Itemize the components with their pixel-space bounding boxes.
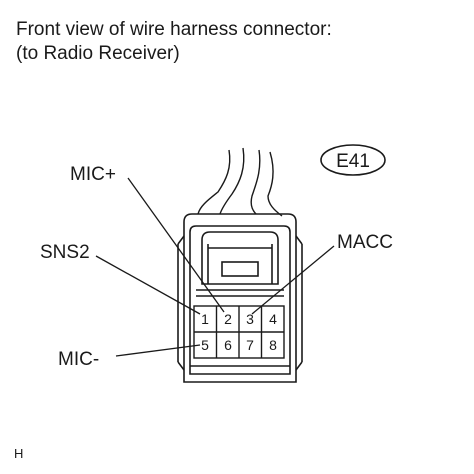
pin-6: 6 bbox=[224, 337, 232, 353]
label-mic-plus: MIC+ bbox=[70, 164, 116, 185]
pin-7: 7 bbox=[246, 337, 254, 353]
pin-2: 2 bbox=[224, 311, 232, 327]
pin-grid bbox=[193, 305, 285, 359]
label-mic-minus: MIC- bbox=[58, 349, 99, 370]
pin-numbers: 1 2 3 4 5 6 7 8 bbox=[201, 311, 277, 353]
pin-8: 8 bbox=[269, 337, 277, 353]
connector-housing bbox=[177, 213, 303, 383]
connector-code-badge: E41 bbox=[320, 144, 386, 176]
pin-3: 3 bbox=[246, 311, 254, 327]
pin-1: 1 bbox=[201, 311, 209, 327]
title-line-1: Front view of wire harness connector: bbox=[16, 19, 332, 40]
leader-sns2 bbox=[95, 255, 201, 315]
leader-mic-plus bbox=[127, 177, 225, 313]
wire-harness bbox=[197, 147, 283, 217]
pin-5: 5 bbox=[201, 337, 209, 353]
connector-code: E41 bbox=[336, 151, 370, 172]
label-sns2: SNS2 bbox=[40, 242, 90, 263]
leader-lines bbox=[95, 177, 335, 357]
pin-4: 4 bbox=[269, 311, 277, 327]
leader-mic-minus bbox=[115, 344, 201, 357]
label-macc: MACC bbox=[337, 232, 393, 253]
title-line-2: (to Radio Receiver) bbox=[16, 43, 180, 64]
leader-macc bbox=[251, 245, 335, 315]
diagram-title: Front view of wire harness connector: (t… bbox=[16, 18, 332, 66]
figure-mark: H bbox=[14, 446, 23, 461]
